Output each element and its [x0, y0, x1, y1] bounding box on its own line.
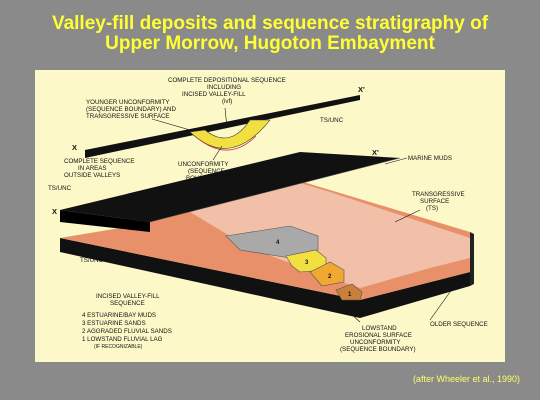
label-marine-muds: MARINE MUDS: [408, 155, 452, 162]
label-complete-outside-3: OUTSIDE VALLEYS: [64, 172, 120, 179]
upper-slab: [85, 95, 360, 158]
fill-number-4: 4: [276, 240, 280, 246]
label-transgressive-3: (TS): [426, 205, 438, 212]
label-unconf-3: BOUNDARY): [186, 175, 223, 182]
label-ivf-head-2: SEQUENCE: [110, 300, 145, 307]
legend-1b: (IF RECOGNIZABLE): [94, 344, 143, 350]
label-lowstand-2: EROSIONAL SURFACE: [345, 332, 412, 339]
label-lowstand-3: UNCONFORMITY: [350, 339, 401, 346]
label-complete-outside-2: IN AREAS: [78, 165, 107, 172]
label-lowstand-4: (SEQUENCE BOUNDARY): [340, 346, 416, 353]
middle-slab-front: [60, 210, 150, 232]
valley-band: [190, 180, 470, 288]
label-x-top-right: X': [358, 85, 365, 94]
label-younger-2: (SEQUENCE BOUNDARY) AND: [86, 106, 176, 113]
credit: (after Wheeler et al., 1990): [412, 374, 520, 384]
label-complete-outside-1: COMPLETE SEQUENCE: [64, 158, 134, 165]
upper-valley-fill: [189, 119, 271, 149]
legend-1: 1 LOWSTAND FLUVIAL LAG: [82, 336, 163, 343]
label-younger-1: YOUNGER UNCONFORMITY: [86, 99, 170, 106]
fill-estuarine-muds: [225, 225, 319, 259]
label-ts-unc-top: TS/UNC: [320, 117, 344, 124]
label-transgressive-2: SURFACE: [420, 198, 449, 205]
label-ts-unc-left: TS/UNC: [48, 185, 72, 192]
label-ts-unc-bottom: TS/UNC: [80, 257, 104, 264]
label-complete-seq-2: INCLUDING: [207, 84, 241, 91]
fill-number-3: 3: [305, 260, 309, 266]
slide-title: Valley-fill deposits and sequence strati…: [0, 14, 540, 54]
label-x-mid-left: X: [52, 207, 57, 216]
title-line-1: Valley-fill deposits and sequence strati…: [51, 13, 489, 34]
label-x-mid-right: X': [372, 148, 379, 157]
fill-number-2: 2: [328, 274, 332, 280]
label-complete-seq-1: COMPLETE DEPOSITIONAL SEQUENCE: [168, 77, 286, 84]
middle-slab: [60, 152, 401, 232]
label-unconf-1: UNCONFORMITY: [178, 161, 229, 168]
leader-lines: [104, 107, 456, 323]
label-transgressive-1: TRANSGRESSIVE: [412, 191, 465, 198]
label-x-top-left: X: [72, 143, 77, 152]
legend-2: 2 AGGRADED FLUVIAL SANDS: [82, 328, 172, 335]
label-complete-seq-4: (ivf): [222, 98, 232, 105]
label-older: OLDER SEQUENCE: [430, 321, 488, 328]
fill-number-1: 1: [348, 292, 352, 298]
fill-fluvial-sands: [309, 261, 345, 287]
upper-slab: [85, 95, 360, 158]
legend-4: 4 ESTUARINE/BAY MUDS: [82, 312, 156, 319]
title-line-2: Upper Morrow, Hugoton Embayment: [105, 33, 435, 54]
middle-slab-top: [60, 152, 400, 222]
label-younger-3: TRANSGRESSIVE SURFACE: [86, 113, 170, 120]
label-ivf-head-1: INCISED VALLEY-FILL: [96, 293, 160, 300]
legend-3: 3 ESTUARINE SANDS: [82, 320, 146, 327]
label-complete-seq-3: INCISED VALLEY-FILL: [182, 91, 246, 98]
label-unconf-2: (SEQUENCE: [188, 168, 225, 175]
fill-lowstand-lag: [335, 283, 363, 301]
label-lowstand-1: LOWSTAND: [362, 325, 397, 332]
lower-block-side: [470, 232, 474, 286]
